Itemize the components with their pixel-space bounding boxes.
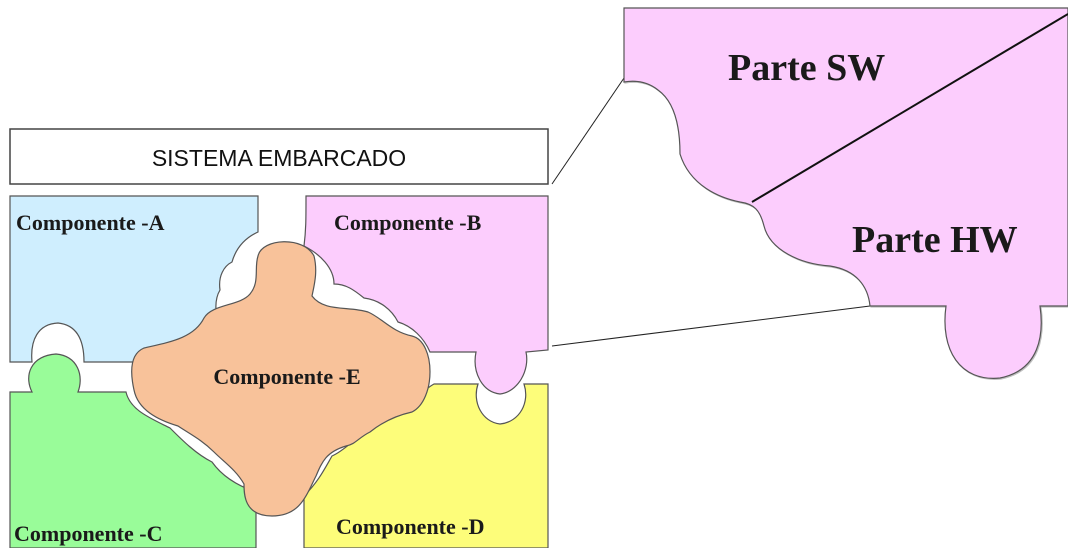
component-b-label: Componente -B — [334, 210, 482, 235]
sw-label: Parte SW — [728, 47, 885, 89]
zoomed-component-piece — [623, 7, 1068, 379]
component-e-piece — [131, 241, 431, 517]
component-a-label: Componente -A — [16, 210, 165, 235]
component-c-label: Componente -C — [14, 521, 163, 546]
component-d-label: Componente -D — [336, 514, 485, 539]
zoom-line-top — [551, 77, 625, 185]
component-c-piece — [9, 353, 257, 548]
component-e-label: Componente -E — [213, 364, 360, 389]
sw-hw-divider — [751, 13, 1068, 203]
title-box — [9, 128, 549, 185]
title-text: SISTEMA EMBARCADO — [152, 145, 406, 171]
zoom-line-bottom — [551, 305, 871, 347]
component-b-piece — [303, 195, 549, 395]
hw-label: Parte HW — [852, 219, 1018, 261]
